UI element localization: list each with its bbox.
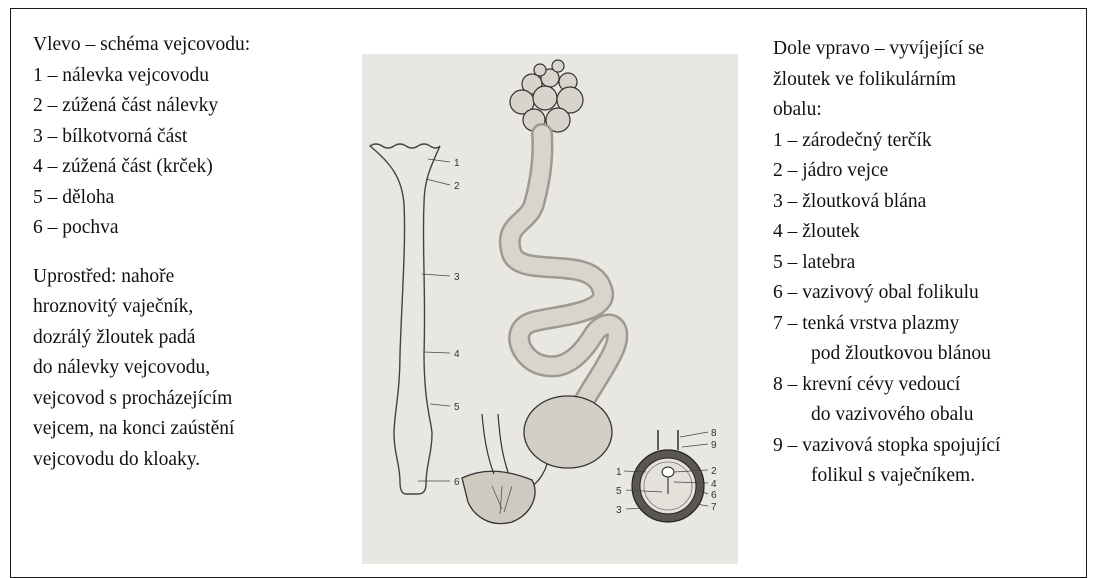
right-heading-line: Dole vpravo – vyvíjející se [773,34,1000,65]
middle-description-line: hroznovitý vaječník, [33,292,250,323]
right-text-column: Dole vpravo – vyvíjející se žloutek ve f… [773,34,1000,492]
follicle-label: 6 [711,490,717,501]
follicle-label: 2 [711,466,717,477]
right-heading-line: obalu: [773,95,1000,126]
middle-description-line: vejcem, na konci zaústění [33,414,250,445]
oviduct-label: 3 [454,272,460,283]
right-heading-line: žloutek ve folikulárním [773,65,1000,96]
left-text-column: Vlevo – schéma vejcovodu: 1 – nálevka ve… [33,30,250,475]
right-item: 3 – žloutková blána [773,187,1000,218]
right-item: 8 – krevní cévy vedoucí [773,370,1000,401]
follicle-label: 9 [711,440,717,451]
right-item-continuation: do vazivového obalu [773,400,1000,431]
follicle-label: 7 [711,502,717,513]
right-item: 5 – latebra [773,248,1000,279]
right-item: 1 – zárodečný terčík [773,126,1000,157]
left-item: 2 – zúžená část nálevky [33,91,250,122]
oviduct-label: 1 [454,158,460,169]
right-item: 4 – žloutek [773,217,1000,248]
middle-description-line: Uprostřed: nahoře [33,262,250,293]
oviduct-label: 2 [454,181,460,192]
oviduct-illustration: 1 2 3 4 5 6 [362,54,738,564]
follicle-label: 4 [711,479,717,490]
right-item-continuation: folikul s vaječníkem. [773,461,1000,492]
right-item: 6 – vazivový obal folikulu [773,278,1000,309]
oviduct-drawing: 1 2 3 4 5 6 [362,54,738,564]
oviduct-label: 5 [454,402,460,413]
right-item: 7 – tenká vrstva plazmy [773,309,1000,340]
left-item: 4 – zúžená část (krček) [33,152,250,183]
ovary-cluster [510,60,583,132]
follicle-label: 1 [616,467,622,478]
right-item: 2 – jádro vejce [773,156,1000,187]
middle-description-line: vejcovod s procházejícím [33,384,250,415]
left-item: 1 – nálevka vejcovodu [33,61,250,92]
middle-description-line: vejcovodu do kloaky. [33,445,250,476]
right-item: 9 – vazivová stopka spojující [773,431,1000,462]
middle-description-line: dozrálý žloutek padá [33,323,250,354]
oviduct-label: 6 [454,477,460,488]
left-item: 6 – pochva [33,213,250,244]
right-item-continuation: pod žloutkovou blánou [773,339,1000,370]
middle-description-line: do nálevky vejcovodu, [33,353,250,384]
follicle-label: 3 [616,505,622,516]
follicle-label: 8 [711,428,717,439]
follicle-label: 5 [616,486,622,497]
left-heading: Vlevo – schéma vejcovodu: [33,30,250,61]
oviduct-label: 4 [454,349,460,360]
left-item: 5 – děloha [33,183,250,214]
left-item: 3 – bílkotvorná část [33,122,250,153]
